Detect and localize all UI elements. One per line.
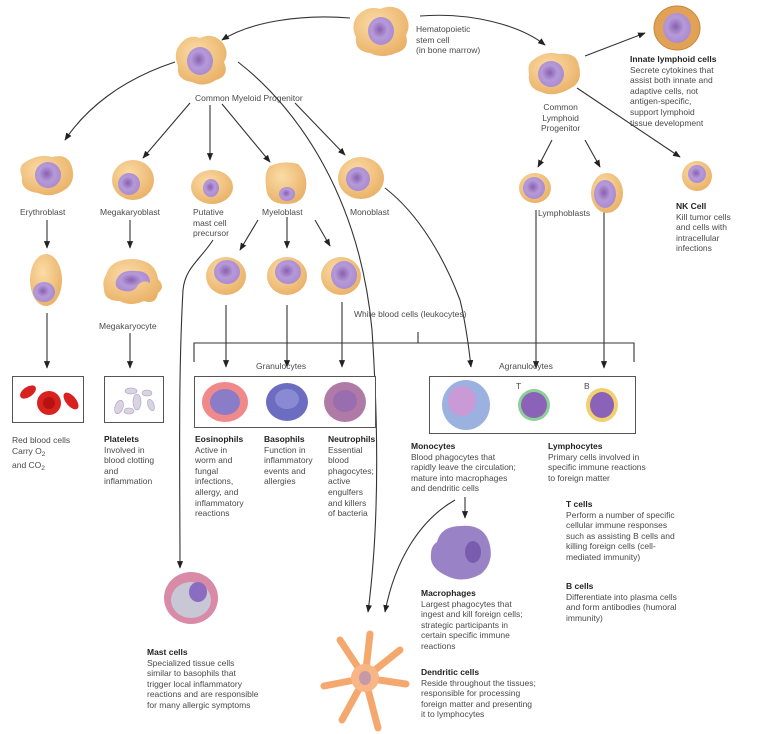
common-myeloid-progenitor-icon — [175, 35, 227, 85]
eosinophil-icon — [202, 382, 248, 422]
myeloblast-label: Myeloblast — [262, 207, 303, 217]
lymphoblasts-label: Lymphoblasts — [538, 208, 591, 218]
arrow-stem-to-myeloid — [221, 16, 351, 41]
macrophage-icon — [430, 525, 491, 580]
red-blood-cell-icon — [20, 385, 79, 415]
arrow-to-innate — [584, 32, 646, 57]
basophil-precursor-icon — [267, 257, 307, 295]
megakaryoblast-icon — [112, 160, 154, 200]
reticulocyte-precursor-icon — [30, 254, 62, 306]
arrow-stem-to-lymphoid — [419, 14, 546, 46]
monoblast-icon — [338, 157, 384, 199]
arrow-myeloblast-left — [239, 219, 259, 251]
line-myeloid-to-dendritic — [237, 61, 378, 613]
arrow-to-lymphoblast-1 — [537, 139, 553, 168]
granulocytes-box — [194, 376, 376, 428]
eosinophil-precursor-icon — [206, 257, 246, 295]
b-lymphocyte-icon — [586, 388, 618, 422]
megakaryocyte-icon — [103, 259, 162, 304]
stem-cell-label: Hematopoietic stem cell (in bone marrow) — [416, 24, 481, 55]
megakaryocyte-label: Megakaryocyte — [99, 321, 157, 331]
dendritic-cell-icon — [320, 630, 410, 732]
lymphoblast-icon — [591, 173, 623, 213]
erythroblast-label: Erythroblast — [20, 207, 66, 217]
neutrophil-precursor-icon — [321, 257, 361, 295]
agranulocytes-box — [429, 376, 636, 434]
innate-lymphoid-cell-icon — [653, 5, 701, 51]
red-blood-cells-box — [12, 376, 84, 423]
t-lymphocyte-icon — [518, 389, 550, 421]
common-myeloid-progenitor-label: Common Myeloid Progenitor — [195, 93, 303, 103]
neutrophil-icon — [324, 382, 366, 422]
monoblast-label: Monoblast — [350, 207, 390, 217]
arrow-to-erythroblast — [64, 61, 176, 141]
common-lymphoid-progenitor-icon — [528, 52, 580, 95]
megakaryoblast-label: Megakaryoblast — [100, 207, 161, 217]
nk-cell-icon — [682, 161, 712, 191]
wbc-bracket — [193, 332, 635, 362]
granulocytes-label: Granulocytes — [256, 361, 307, 371]
platelet-icon — [114, 387, 155, 415]
arrow-monocyte-to-dendritic — [383, 499, 456, 613]
t-cell-marker: T — [516, 381, 522, 391]
mast-cell-precursor-label: Putative mast cell precursor — [193, 207, 229, 238]
mast-cell-precursor-icon — [191, 170, 233, 204]
arrow-myeloblast-right — [314, 219, 331, 247]
lymphoblast-icon — [519, 173, 551, 203]
erythroblast-icon — [20, 155, 74, 196]
arrow-to-monoblast — [294, 102, 346, 156]
agranulocytes-label: Agranulocytes — [499, 361, 553, 371]
b-cell-marker: B — [584, 381, 590, 391]
hematopoietic-stem-cell-icon — [353, 6, 409, 56]
red-blood-cells-description: Red blood cells Carry O2 and CO2 — [12, 435, 71, 473]
arrow-to-mast-cell — [176, 239, 214, 569]
common-lymphoid-progenitor-label: Common Lymphoid Progenitor — [541, 102, 581, 133]
arrow-monoblast-to-monocyte — [384, 187, 474, 368]
myeloblast-icon — [265, 162, 307, 204]
mast-cell-icon — [164, 572, 218, 624]
arrow-to-nk — [576, 87, 681, 158]
basophil-icon — [266, 383, 308, 421]
white-blood-cells-label: White blood cells (leukocytes) — [354, 309, 467, 319]
arrow-to-megakaryoblast — [142, 102, 191, 159]
arrow-to-lymphoblast-2 — [584, 139, 601, 168]
monocyte-icon — [442, 380, 490, 430]
arrow-to-myeloblast — [221, 103, 271, 163]
platelets-box — [104, 376, 164, 423]
